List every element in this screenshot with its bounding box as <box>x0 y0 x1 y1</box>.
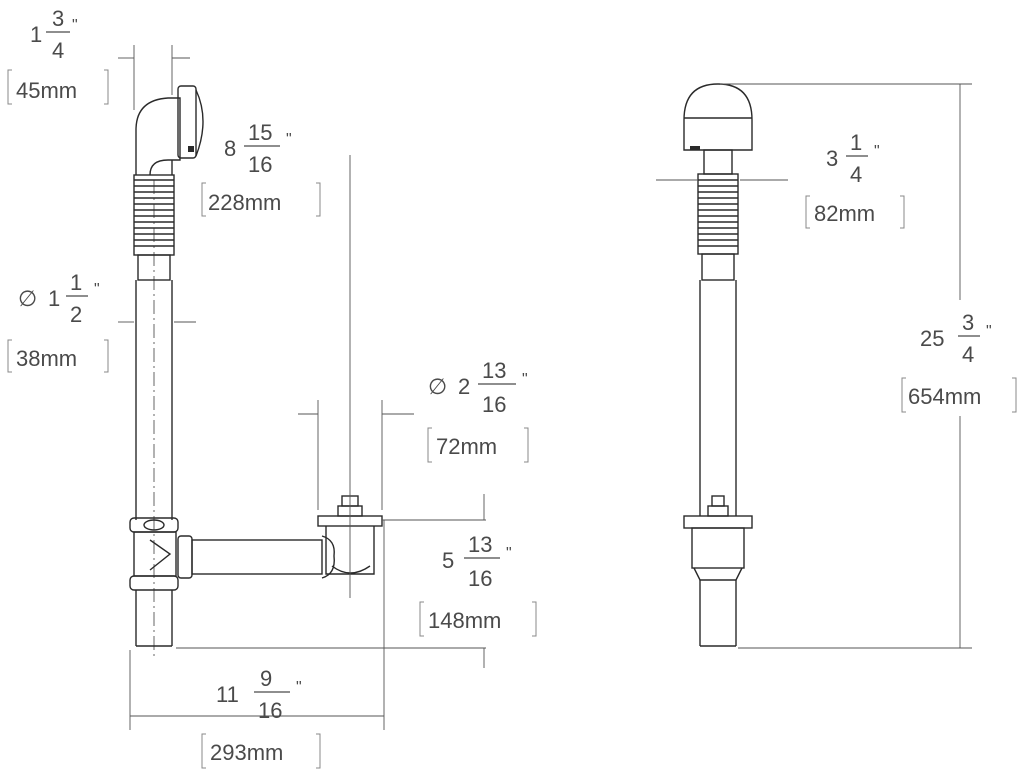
dim-whole: 1 <box>48 286 60 311</box>
dim-numerator: 13 <box>468 532 492 557</box>
inch-mark: " <box>986 323 992 340</box>
tee-fitting <box>129 517 179 647</box>
dim-whole: 3 <box>826 146 838 171</box>
dim-denominator: 2 <box>70 302 82 327</box>
dim-denominator: 4 <box>962 342 974 367</box>
inch-mark: " <box>72 17 78 34</box>
dim-pipe-diameter: ∅ 1 1 2 " 38mm <box>7 270 109 373</box>
dim-numerator: 3 <box>52 6 64 31</box>
dim-mm: 45mm <box>16 78 77 103</box>
inch-mark: " <box>874 143 880 160</box>
dim-whole: 5 <box>442 548 454 573</box>
dim-numerator: 15 <box>248 120 272 145</box>
dim-mm: 38mm <box>16 346 77 371</box>
dim-whole: 11 <box>216 682 239 707</box>
dim-numerator: 3 <box>962 310 974 335</box>
overflow-elbow <box>135 85 204 176</box>
side-view-drain <box>683 83 753 647</box>
dim-denominator: 16 <box>482 392 506 417</box>
inch-mark: " <box>506 545 512 562</box>
inch-mark: " <box>286 131 292 148</box>
dim-denominator: 16 <box>258 698 282 723</box>
corrugated-section <box>133 174 175 281</box>
inch-mark: " <box>522 371 528 388</box>
front-view-drain <box>129 85 383 660</box>
dim-numerator: 13 <box>482 358 506 383</box>
dim-drain-diameter: ∅ 2 13 16 " 72mm <box>427 358 529 463</box>
dim-total-length: 11 9 16 " 293mm <box>201 666 321 769</box>
inch-mark: " <box>94 281 100 298</box>
dim-numerator: 1 <box>850 130 862 155</box>
inch-mark: " <box>296 679 302 696</box>
dim-denominator: 4 <box>850 162 862 187</box>
dim-mm: 228mm <box>208 190 281 215</box>
dim-whole: 2 <box>458 374 470 399</box>
dim-whole: 25 <box>920 326 944 351</box>
dim-numerator: 9 <box>260 666 272 691</box>
diameter-symbol: ∅ <box>18 286 37 311</box>
dim-mm: 654mm <box>908 384 981 409</box>
dim-whole: 8 <box>224 136 236 161</box>
dim-mm: 293mm <box>210 740 283 765</box>
dim-denominator: 4 <box>52 38 64 63</box>
dim-mm: 148mm <box>428 608 501 633</box>
dim-denominator: 16 <box>248 152 272 177</box>
horizontal-pipe <box>177 535 335 579</box>
dim-overflow-height: 8 15 16 " 228mm <box>201 120 321 217</box>
dimension-lines <box>118 45 972 730</box>
diameter-symbol: ∅ <box>428 374 447 399</box>
dim-side-width: 3 1 4 " 82mm <box>805 130 905 229</box>
dim-drain-height: 5 13 16 " 148mm <box>419 532 537 637</box>
dim-denominator: 16 <box>468 566 492 591</box>
dim-overflow-width: 1 3 4 " 45mm <box>7 6 109 105</box>
dim-mm: 72mm <box>436 434 497 459</box>
dim-whole: 1 <box>30 22 42 47</box>
dim-total-height: 25 3 4 " 654mm <box>901 310 1017 413</box>
dim-numerator: 1 <box>70 270 82 295</box>
dim-mm: 82mm <box>814 201 875 226</box>
